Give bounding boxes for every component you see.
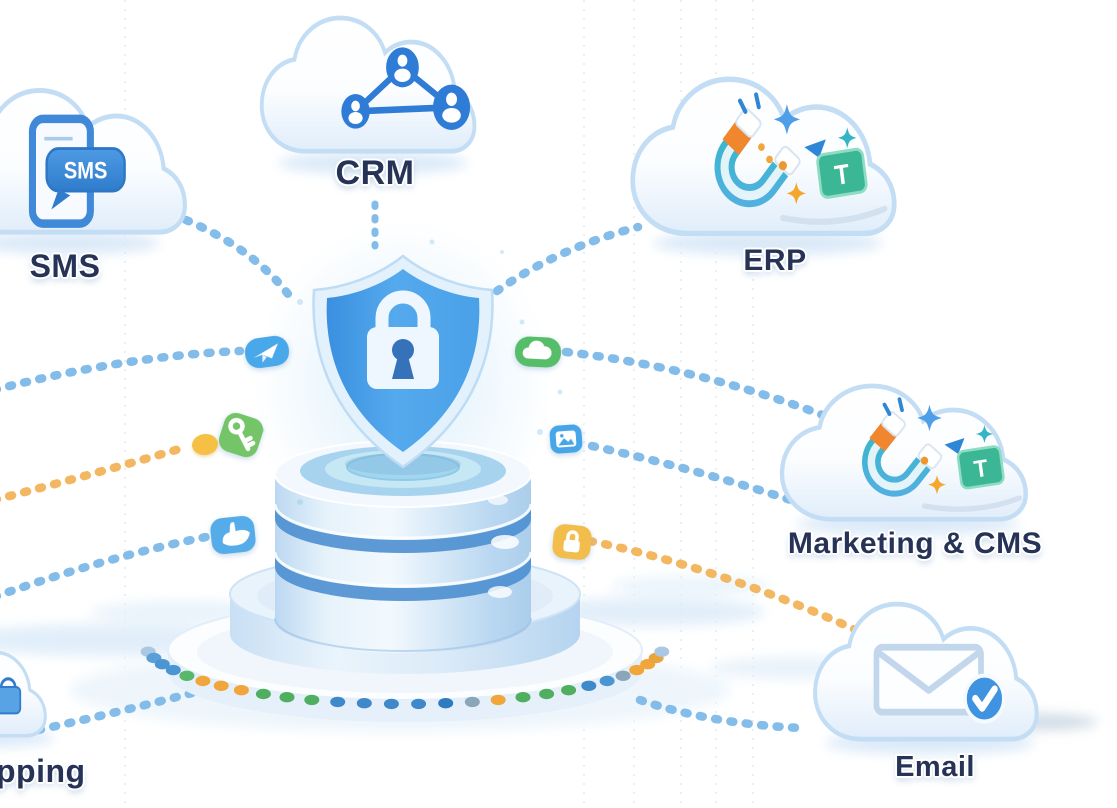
keyhole [392, 339, 414, 361]
ring-dot [411, 698, 427, 710]
ring-dot [195, 675, 211, 687]
ring-dot [383, 698, 399, 710]
shopping-label: pping [0, 753, 86, 789]
cloud-node-crm [253, 10, 493, 170]
cloud-node-marketing: T [772, 378, 1047, 538]
curve-sms-shield [181, 215, 293, 299]
background-dotted-line [124, 0, 126, 808]
magnet-sparkles-icon: T [714, 92, 888, 225]
shield-lock-icon [312, 254, 494, 469]
ring-dot [438, 698, 454, 709]
cloud-node-erp: T [622, 70, 917, 255]
ring-dot [581, 680, 597, 691]
t-tile-icon: T [956, 445, 1005, 490]
t-tile-text: T [833, 157, 852, 191]
background-dotted-line [752, 0, 754, 808]
cloud-node-shopping [0, 628, 60, 750]
padlock-shackle [375, 290, 431, 338]
ring-dot [629, 664, 645, 676]
curve-ring-email [635, 695, 807, 733]
magnet-sparkles-icon: T [862, 397, 1022, 512]
ring-dot [561, 685, 577, 696]
ring-dot [304, 694, 320, 706]
image-icon [555, 430, 577, 448]
t-tile-text: T [972, 454, 989, 483]
hand-icon [222, 522, 250, 546]
sms-label: SMS [29, 248, 101, 284]
erp-label: ERP [743, 244, 807, 277]
ring-dot [213, 680, 229, 691]
sms-phone-icon: SMS [28, 114, 126, 228]
ring-dot [599, 675, 615, 687]
background-dotted-line [715, 0, 717, 808]
shopping-bag-icon [0, 677, 22, 715]
curve-shield-right [587, 441, 805, 508]
network-nodes-icon [341, 47, 471, 130]
background-dotted-line [633, 0, 635, 808]
lock-badge [550, 522, 594, 562]
curve-shield-marketing [561, 347, 851, 429]
crm-label: CRM [335, 154, 415, 192]
cloud-node-sms: SMS [0, 82, 205, 252]
connection-curves [0, 200, 861, 735]
cloud-icon [522, 340, 552, 360]
curve-shopping-ring [33, 687, 201, 735]
curve-left-plane [0, 346, 245, 393]
ring-dot [356, 698, 372, 709]
dotted-ring [140, 646, 670, 710]
hand-badge [208, 514, 258, 557]
ring-dot [165, 664, 181, 676]
cloud-shape [0, 651, 47, 738]
padlock-icon [563, 530, 580, 553]
ring-dot [279, 692, 295, 703]
paper-plane-badge [242, 333, 292, 371]
ring-dot [233, 685, 249, 696]
cloud-shape [259, 15, 477, 154]
curve-erp-shield [492, 222, 643, 296]
background-dotted-line [583, 0, 585, 808]
ring-dot [255, 688, 271, 700]
check-circle [963, 673, 1006, 724]
cloud-node-email [806, 596, 1056, 758]
curve-left-hand [0, 532, 211, 600]
envelope-check-icon [873, 643, 1006, 724]
marketing-label: Marketing & CMS [787, 527, 1043, 560]
ring-dot [464, 696, 480, 708]
background-dotted-line [680, 0, 682, 808]
key-icon [228, 417, 256, 452]
ring-dot [539, 688, 555, 700]
paper-plane-icon [253, 343, 278, 363]
cloud-upload-badge [513, 335, 563, 369]
ring-dot [615, 670, 631, 681]
ring-dot [654, 646, 670, 657]
image-file-badge [548, 423, 584, 455]
ring-dot [154, 659, 170, 670]
key-badge [215, 409, 268, 462]
t-tile-icon: T [816, 147, 868, 199]
ring-dot [515, 692, 531, 703]
ring-dot [490, 694, 506, 706]
curve-shield-email-yellow [585, 536, 861, 635]
curve-left-key-yellow [0, 442, 191, 503]
email-label: Email [895, 751, 975, 783]
sms-bubble-text: SMS [64, 157, 107, 184]
database-pedestal [167, 440, 643, 722]
ring-dot [330, 696, 346, 708]
ring-dot [179, 670, 195, 681]
